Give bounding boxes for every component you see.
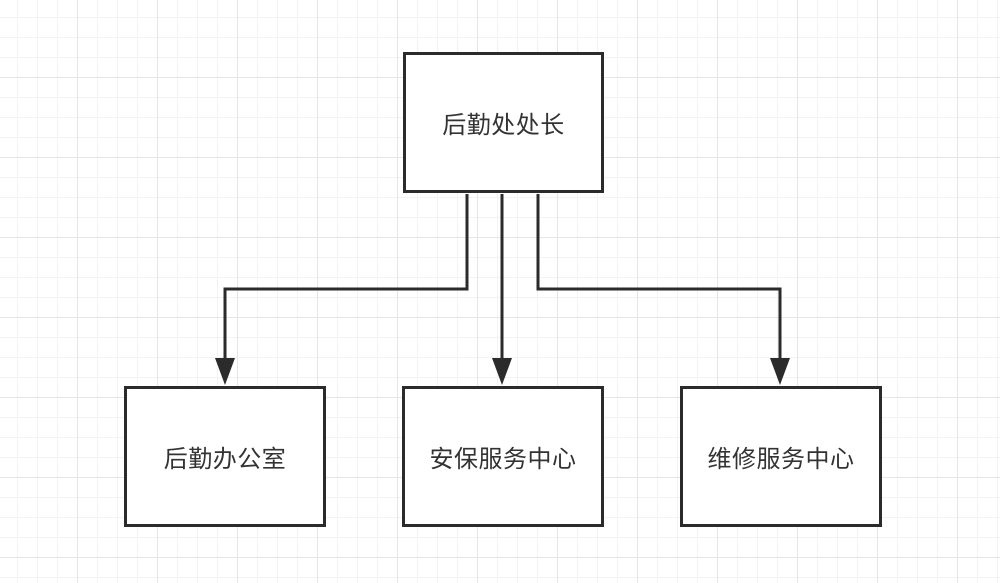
node-maintenance-service-center[interactable]: 维修服务中心 [680,386,882,527]
node-label: 维修服务中心 [707,445,855,473]
node-logistics-office[interactable]: 后勤办公室 [124,386,326,527]
node-logistics-director[interactable]: 后勤处处长 [403,52,604,193]
node-label: 安保服务中心 [429,445,577,473]
connector-to-office [223,194,469,362]
arrowhead-security [492,358,512,385]
arrowhead-office [215,358,235,385]
node-security-service-center[interactable]: 安保服务中心 [402,386,604,527]
connector-to-maintenance [536,194,782,362]
node-label: 后勤处处长 [442,111,565,139]
arrowhead-maintenance [770,358,790,385]
node-label: 后勤办公室 [163,445,287,473]
